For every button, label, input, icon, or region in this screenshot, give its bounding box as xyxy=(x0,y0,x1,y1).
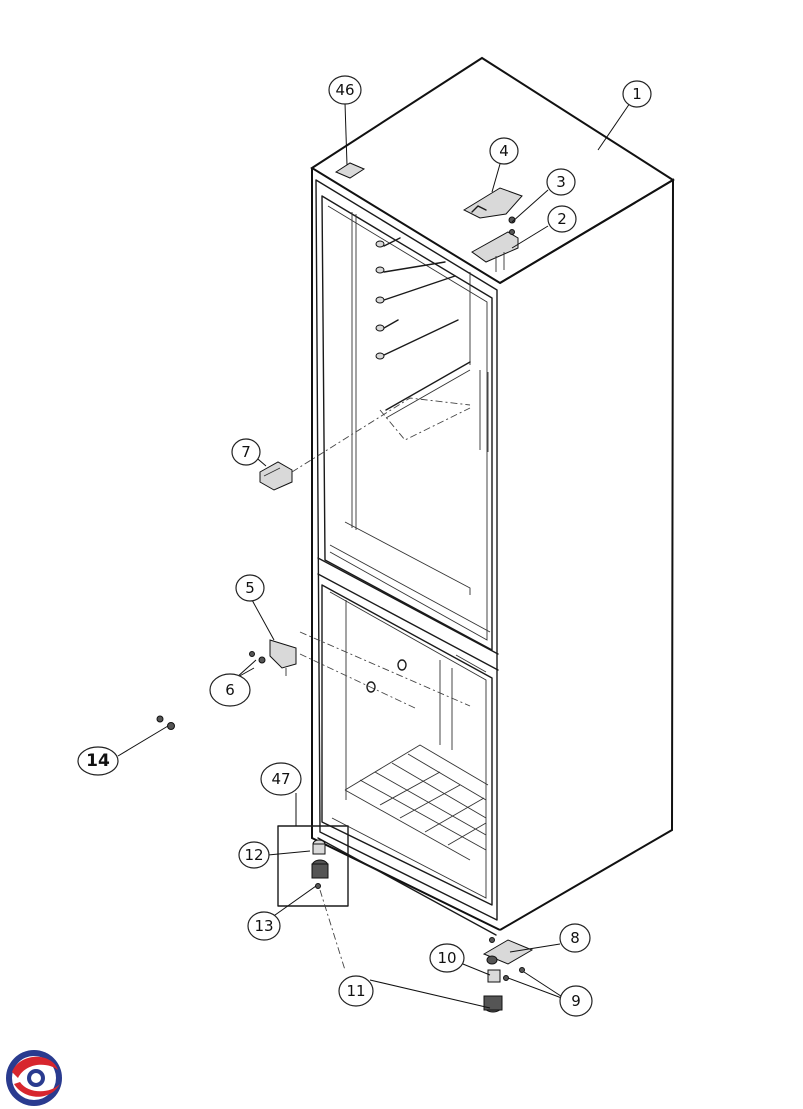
leader-lines xyxy=(117,102,631,1009)
callout-label: 5 xyxy=(245,579,255,597)
callout-label: 46 xyxy=(335,81,354,99)
callout-5: 5 xyxy=(235,574,265,602)
callout-label: 12 xyxy=(244,846,263,864)
callout-label: 3 xyxy=(556,173,566,191)
callout-label: 6 xyxy=(225,681,235,699)
callout-10: 10 xyxy=(429,943,465,973)
callout-8: 8 xyxy=(559,923,591,953)
callout-14: 14 xyxy=(77,746,119,776)
callout-46: 46 xyxy=(328,75,362,105)
callout-47: 47 xyxy=(260,762,302,796)
callout-label: 1 xyxy=(632,85,642,103)
callout-label: 7 xyxy=(241,443,251,461)
callout-label: 9 xyxy=(571,992,581,1010)
middle-hinge-assembly xyxy=(249,631,471,709)
callout-2: 2 xyxy=(547,205,577,233)
right-foot-group xyxy=(482,937,534,1013)
callout-3: 3 xyxy=(546,168,576,196)
callout-label: 2 xyxy=(557,210,567,228)
callout-1: 1 xyxy=(622,80,652,108)
brand-logo-icon xyxy=(6,1050,62,1106)
callout-label: 47 xyxy=(271,770,290,788)
shelf-supports xyxy=(375,237,471,419)
callout-label: 8 xyxy=(570,929,580,947)
callout-9: 9 xyxy=(559,985,593,1017)
callout-label: 11 xyxy=(346,982,365,1000)
callout-label: 10 xyxy=(437,949,456,967)
callout-4: 4 xyxy=(489,137,519,165)
callout-7: 7 xyxy=(231,438,261,466)
callout-label: 14 xyxy=(86,751,110,771)
cabinet-body xyxy=(310,56,675,936)
left-foot-group xyxy=(277,825,349,971)
callout-label: 13 xyxy=(254,917,273,935)
callout-13: 13 xyxy=(247,911,281,941)
callout-6: 6 xyxy=(209,673,251,707)
top-cover-part-46 xyxy=(334,162,366,179)
callout-label: 4 xyxy=(499,142,509,160)
callout-12: 12 xyxy=(238,841,270,869)
top-hinge-assembly xyxy=(462,187,523,272)
callout-11: 11 xyxy=(338,975,374,1007)
part-7-switch xyxy=(259,397,471,491)
